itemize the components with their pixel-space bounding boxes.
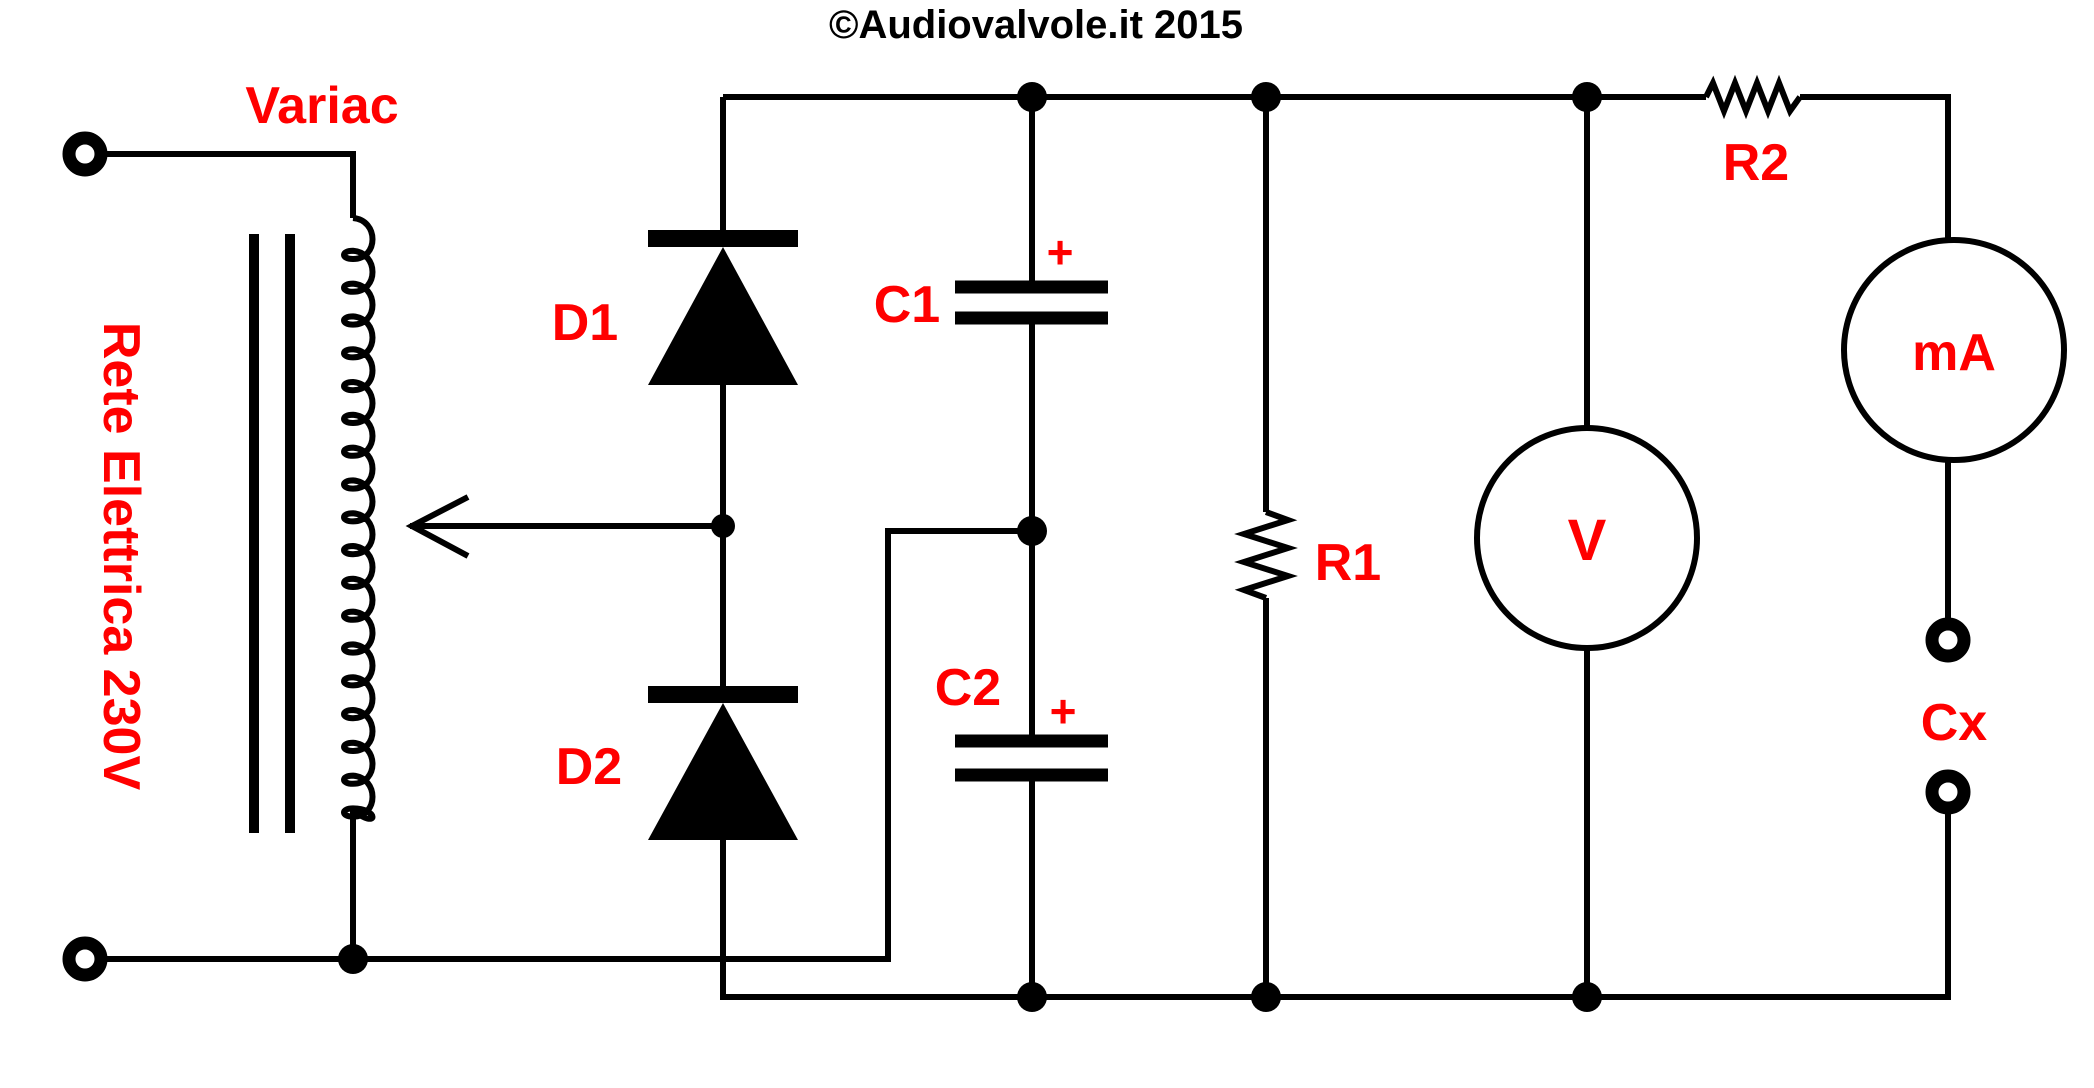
junction-c2-bottom <box>1017 982 1047 1012</box>
resistor-r2 <box>1703 74 1803 120</box>
c1-label: C1 <box>874 276 940 334</box>
diode-d2 <box>648 686 798 840</box>
r2-label: R2 <box>1723 134 1789 192</box>
diode-d1 <box>648 230 798 385</box>
mains-label: Rete Elettrica 230V <box>92 322 150 791</box>
c2-polarity-mark: + <box>1050 685 1077 737</box>
wire-mains-top <box>101 151 356 218</box>
milliammeter <box>1841 237 2067 463</box>
d2-label: D2 <box>556 738 622 796</box>
voltmeter <box>1474 425 1700 651</box>
variac-wiper-arrowhead <box>405 494 470 559</box>
c1-polarity-mark: + <box>1047 226 1074 278</box>
junction-diodes <box>711 514 735 538</box>
cx-terminal-bottom <box>1925 769 1971 815</box>
junction-r1-top <box>1251 82 1281 112</box>
milliammeter-label: mA <box>1912 324 1996 382</box>
voltmeter-label: V <box>1568 508 1607 573</box>
wire-mains-bottom <box>101 528 1032 962</box>
junction-voltmeter-bottom <box>1572 982 1602 1012</box>
wire-top-rail <box>723 94 1951 240</box>
d1-label: D1 <box>552 294 618 352</box>
junction-voltmeter-top <box>1572 82 1602 112</box>
variac-label: Variac <box>245 77 398 135</box>
cx-terminal-top <box>1925 617 1971 663</box>
copyright-title: ©Audiovalvole.it 2015 <box>829 3 1243 47</box>
mains-terminal-top <box>62 131 108 177</box>
junction-r1-bottom <box>1251 982 1281 1012</box>
junction-capacitor-mid <box>1017 516 1047 546</box>
capacitor-c1 <box>955 280 1108 325</box>
junction-ground <box>338 944 368 974</box>
wire-bottom-rail <box>720 808 1951 1000</box>
junction-c1-top <box>1017 82 1047 112</box>
mains-terminal-bottom <box>62 936 108 982</box>
variac-coil <box>341 215 376 822</box>
capacitor-c2 <box>955 734 1108 782</box>
r1-label: R1 <box>1315 534 1381 592</box>
cx-label: Cx <box>1921 694 1988 752</box>
resistor-r1 <box>1234 509 1298 601</box>
c2-label: C2 <box>935 659 1001 717</box>
